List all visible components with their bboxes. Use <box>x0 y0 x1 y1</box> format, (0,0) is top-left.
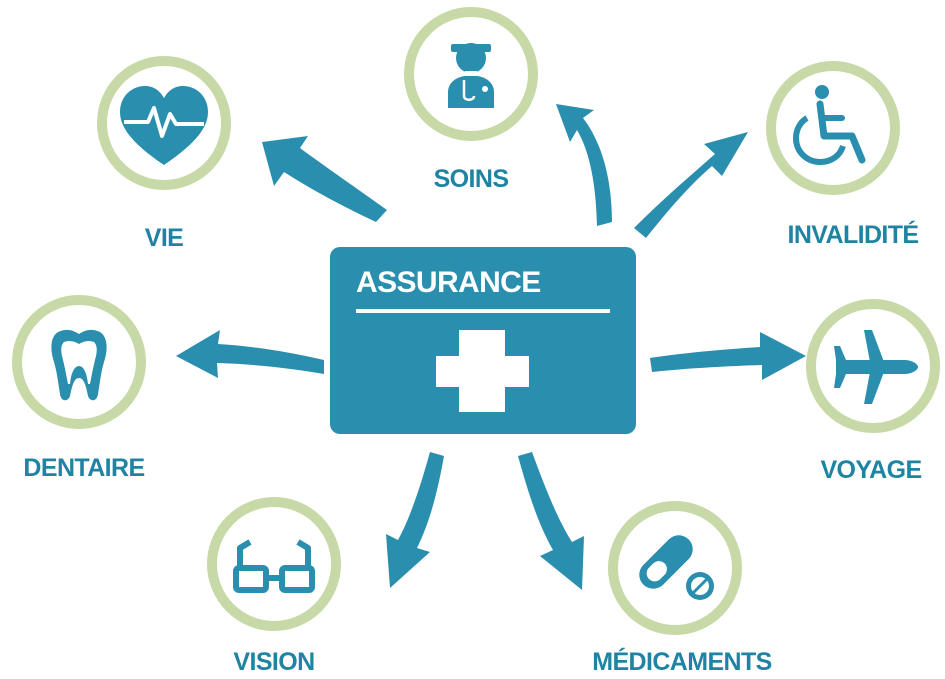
medical-cross-icon <box>436 330 529 412</box>
arrow-to-dentaire <box>176 330 324 378</box>
invalidite-ring <box>766 61 900 195</box>
dentaire-label: DENTAIRE <box>23 454 144 482</box>
arrow-to-soins <box>556 104 612 226</box>
glasses-icon <box>233 539 315 593</box>
voyage-label: VOYAGE <box>820 456 921 484</box>
node-medicaments: MÉDICAMENTS <box>592 501 772 676</box>
node-vie: VIE <box>97 56 231 252</box>
arrow-to-invalidite <box>634 132 748 238</box>
node-vision: VISION <box>207 497 341 676</box>
node-soins: SOINS <box>404 7 538 193</box>
arrows <box>176 104 806 590</box>
node-invalidite: INVALIDITÉ <box>766 61 919 249</box>
card-title: ASSURANCE <box>356 266 541 299</box>
arrow-to-vision <box>386 452 444 588</box>
vision-label: VISION <box>233 648 314 676</box>
node-voyage: VOYAGE <box>806 299 940 484</box>
node-dentaire: DENTAIRE <box>12 295 146 482</box>
invalidite-label: INVALIDITÉ <box>787 220 918 249</box>
soins-label: SOINS <box>434 165 509 193</box>
airplane-icon <box>834 330 918 404</box>
pills-icon <box>639 535 714 600</box>
arrow-to-voyage <box>650 332 806 380</box>
wheelchair-icon <box>792 85 866 166</box>
medicaments-label: MÉDICAMENTS <box>592 647 772 676</box>
arrow-to-medicaments <box>518 452 584 590</box>
arrow-to-vie <box>262 136 387 222</box>
card-divider <box>356 309 610 313</box>
vie-label: VIE <box>145 224 184 252</box>
tooth-icon <box>51 329 107 401</box>
doctor-icon <box>448 43 494 108</box>
heart-pulse-icon <box>120 86 208 165</box>
assurance-card: ASSURANCE <box>330 247 636 434</box>
vision-ring <box>207 497 341 631</box>
